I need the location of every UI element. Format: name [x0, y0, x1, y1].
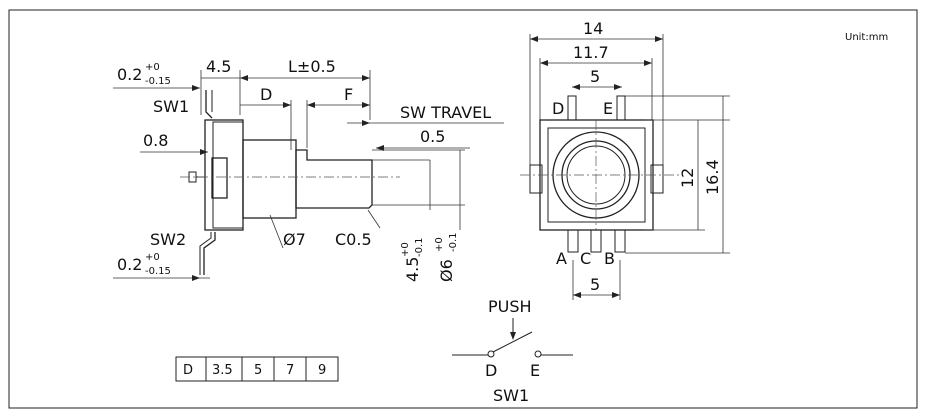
- pin-d: [567, 95, 577, 121]
- tol-top-sub: -0.15: [145, 76, 171, 87]
- switch-schematic: PUSH D E SW1: [452, 297, 573, 405]
- dim-4-5: 4.5: [206, 57, 231, 76]
- label-sw1: SW1: [153, 97, 189, 116]
- switch-d: D: [485, 361, 497, 380]
- pin-c: [590, 229, 602, 253]
- flat-sup: +0: [400, 242, 411, 257]
- switch-e: E: [530, 361, 540, 380]
- dim-f: F: [344, 85, 353, 104]
- pin-e: [616, 95, 626, 121]
- table-cell-1: 3.5: [212, 363, 233, 378]
- tol-top-sup: +0: [145, 62, 160, 73]
- label-sw-travel: SW TRAVEL: [400, 103, 491, 122]
- dim-14: 14: [583, 19, 603, 38]
- dim-0-8: 0.8: [143, 131, 168, 150]
- flat-main: 4.5: [403, 257, 422, 282]
- table-cell-3: 7: [286, 363, 294, 378]
- dim-5-bottom: 5: [590, 275, 600, 294]
- body-housing: [204, 119, 244, 231]
- label-sw2: SW2: [150, 230, 186, 249]
- push-label: PUSH: [488, 297, 532, 316]
- table-cell-0: D: [183, 363, 193, 378]
- tol-bot-sup: +0: [145, 252, 160, 263]
- pin-c-label: C: [580, 249, 591, 268]
- dim-16-4: 16.4: [703, 159, 722, 195]
- tol-top-main: 0.2: [117, 65, 142, 84]
- bushing: [242, 139, 297, 219]
- table-cell-4: 9: [318, 363, 326, 378]
- chamfer: C0.5: [335, 230, 372, 249]
- switch-window: [211, 157, 228, 199]
- pin-a: [567, 229, 579, 253]
- sheet-border: [8, 9, 918, 409]
- pin-e-label: E: [603, 99, 613, 118]
- dimension-table: D 3.5 5 7 9: [175, 356, 339, 382]
- table-cell-2: 5: [254, 363, 262, 378]
- pin-a-label: A: [556, 249, 567, 268]
- dim-12: 12: [678, 168, 697, 188]
- pin-b: [614, 229, 626, 253]
- pin-b-label: B: [604, 249, 615, 268]
- dim-5-top: 5: [590, 67, 600, 86]
- unit-label: Unit:mm: [845, 32, 888, 43]
- switch-sw1: SW1: [493, 386, 529, 405]
- sw-travel-value: 0.5: [420, 127, 445, 146]
- phi-7: Ø7: [283, 230, 306, 249]
- tol-bot-sub: -0.15: [145, 266, 171, 277]
- shaft-sub: -0.1: [448, 232, 459, 252]
- dim-11-7: 11.7: [573, 43, 609, 62]
- tol-bot-main: 0.2: [117, 255, 142, 274]
- side-view: 0.2 +0 -0.15 4.5 L±0.5 D F SW1 SW TRA: [113, 57, 504, 282]
- flat-sub: -0.1: [414, 237, 425, 257]
- pin-d-label: D: [552, 99, 564, 118]
- shaft-sup: +0: [434, 237, 445, 252]
- front-view: 14 11.7 5 D E: [520, 19, 730, 300]
- dim-l: L±0.5: [288, 57, 336, 76]
- shaft: [295, 149, 373, 209]
- shaft-main: Ø6: [437, 259, 456, 282]
- dim-d: D: [260, 85, 272, 104]
